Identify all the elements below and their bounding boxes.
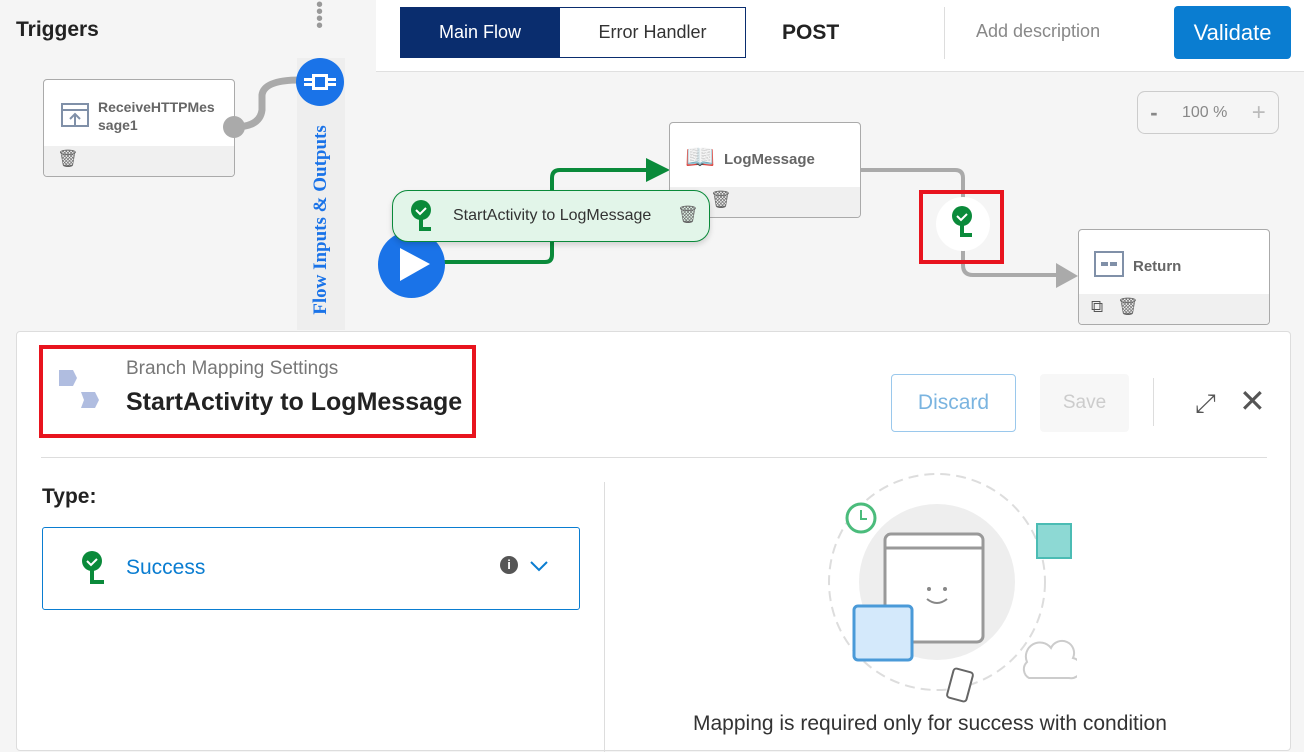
zoom-control: - 100 % + bbox=[1137, 91, 1279, 134]
success-branch-icon bbox=[82, 551, 104, 584]
branch-node-highlight bbox=[919, 190, 1004, 264]
info-icon[interactable]: i bbox=[500, 556, 518, 574]
http-trigger-icon bbox=[61, 103, 89, 127]
description-input[interactable]: Add description bbox=[976, 21, 1101, 41]
divider bbox=[1153, 378, 1154, 426]
flow-io-label[interactable]: Flow Inputs & Outputs bbox=[310, 125, 331, 315]
triggers-title: Triggers bbox=[16, 18, 99, 41]
expand-icon[interactable]: ⤢ bbox=[1195, 388, 1216, 418]
mapping-illustration bbox=[828, 473, 1077, 703]
return-label: Return bbox=[1133, 258, 1182, 275]
close-icon[interactable]: ✕ bbox=[1239, 383, 1266, 419]
divider bbox=[604, 482, 605, 752]
panel-title: StartActivity to LogMessage bbox=[126, 388, 463, 416]
header-highlight bbox=[39, 345, 476, 438]
delete-icon[interactable]: 🗑 bbox=[57, 149, 79, 168]
branch-label-text: StartActivity to LogMessage bbox=[453, 207, 652, 224]
panel-subtitle: Branch Mapping Settings bbox=[126, 358, 339, 379]
io-icon bbox=[304, 74, 336, 90]
logmessage-label: LogMessage bbox=[724, 151, 815, 168]
play-icon bbox=[400, 248, 430, 281]
tab-error-handler[interactable]: Error Handler bbox=[559, 7, 746, 58]
validate-button[interactable]: Validate bbox=[1174, 6, 1291, 59]
return-icon bbox=[1094, 251, 1124, 277]
save-button[interactable]: Save bbox=[1040, 374, 1129, 432]
branch-label-chip[interactable]: StartActivity to LogMessage 🗑 bbox=[392, 190, 710, 242]
divider bbox=[944, 7, 945, 59]
delete-icon[interactable]: 🗑 bbox=[710, 190, 732, 209]
branch-node[interactable] bbox=[936, 197, 990, 251]
success-branch-icon bbox=[952, 206, 972, 237]
delete-icon[interactable]: 🗑 bbox=[1117, 297, 1139, 316]
panel-drag-handle[interactable]: •••• bbox=[316, 0, 324, 37]
branch-mapping-panel: Branch Mapping Settings StartActivity to… bbox=[16, 331, 1291, 752]
start-button[interactable] bbox=[378, 231, 445, 298]
type-label: Type: bbox=[42, 485, 97, 508]
branch-mapping-icon bbox=[59, 370, 99, 408]
mapping-message: Mapping is required only for success wit… bbox=[693, 712, 1167, 735]
trigger-name: ReceiveHTTPMessage1 bbox=[98, 99, 215, 133]
book-icon: 📖 bbox=[685, 144, 715, 171]
return-node[interactable]: Return ⧉ 🗑 bbox=[1078, 229, 1270, 325]
divider bbox=[41, 457, 1267, 458]
success-branch-icon bbox=[411, 200, 431, 231]
zoom-level: 100 % bbox=[1181, 103, 1228, 121]
trigger-card[interactable]: ReceiveHTTPMessage1 🗑 bbox=[43, 79, 235, 177]
http-method: POST bbox=[782, 21, 840, 44]
type-value: Success bbox=[126, 556, 206, 579]
chevron-down-icon[interactable] bbox=[529, 560, 549, 572]
discard-button[interactable]: Discard bbox=[891, 374, 1016, 432]
zoom-in-button[interactable]: + bbox=[1251, 98, 1266, 126]
flow-io-button[interactable] bbox=[296, 58, 344, 106]
delete-icon[interactable]: 🗑 bbox=[677, 205, 699, 224]
zoom-out-button[interactable]: - bbox=[1150, 99, 1158, 125]
type-select[interactable]: Success i bbox=[42, 527, 580, 610]
tab-main-flow[interactable]: Main Flow bbox=[400, 7, 560, 58]
copy-icon[interactable]: ⧉ bbox=[1091, 297, 1104, 316]
